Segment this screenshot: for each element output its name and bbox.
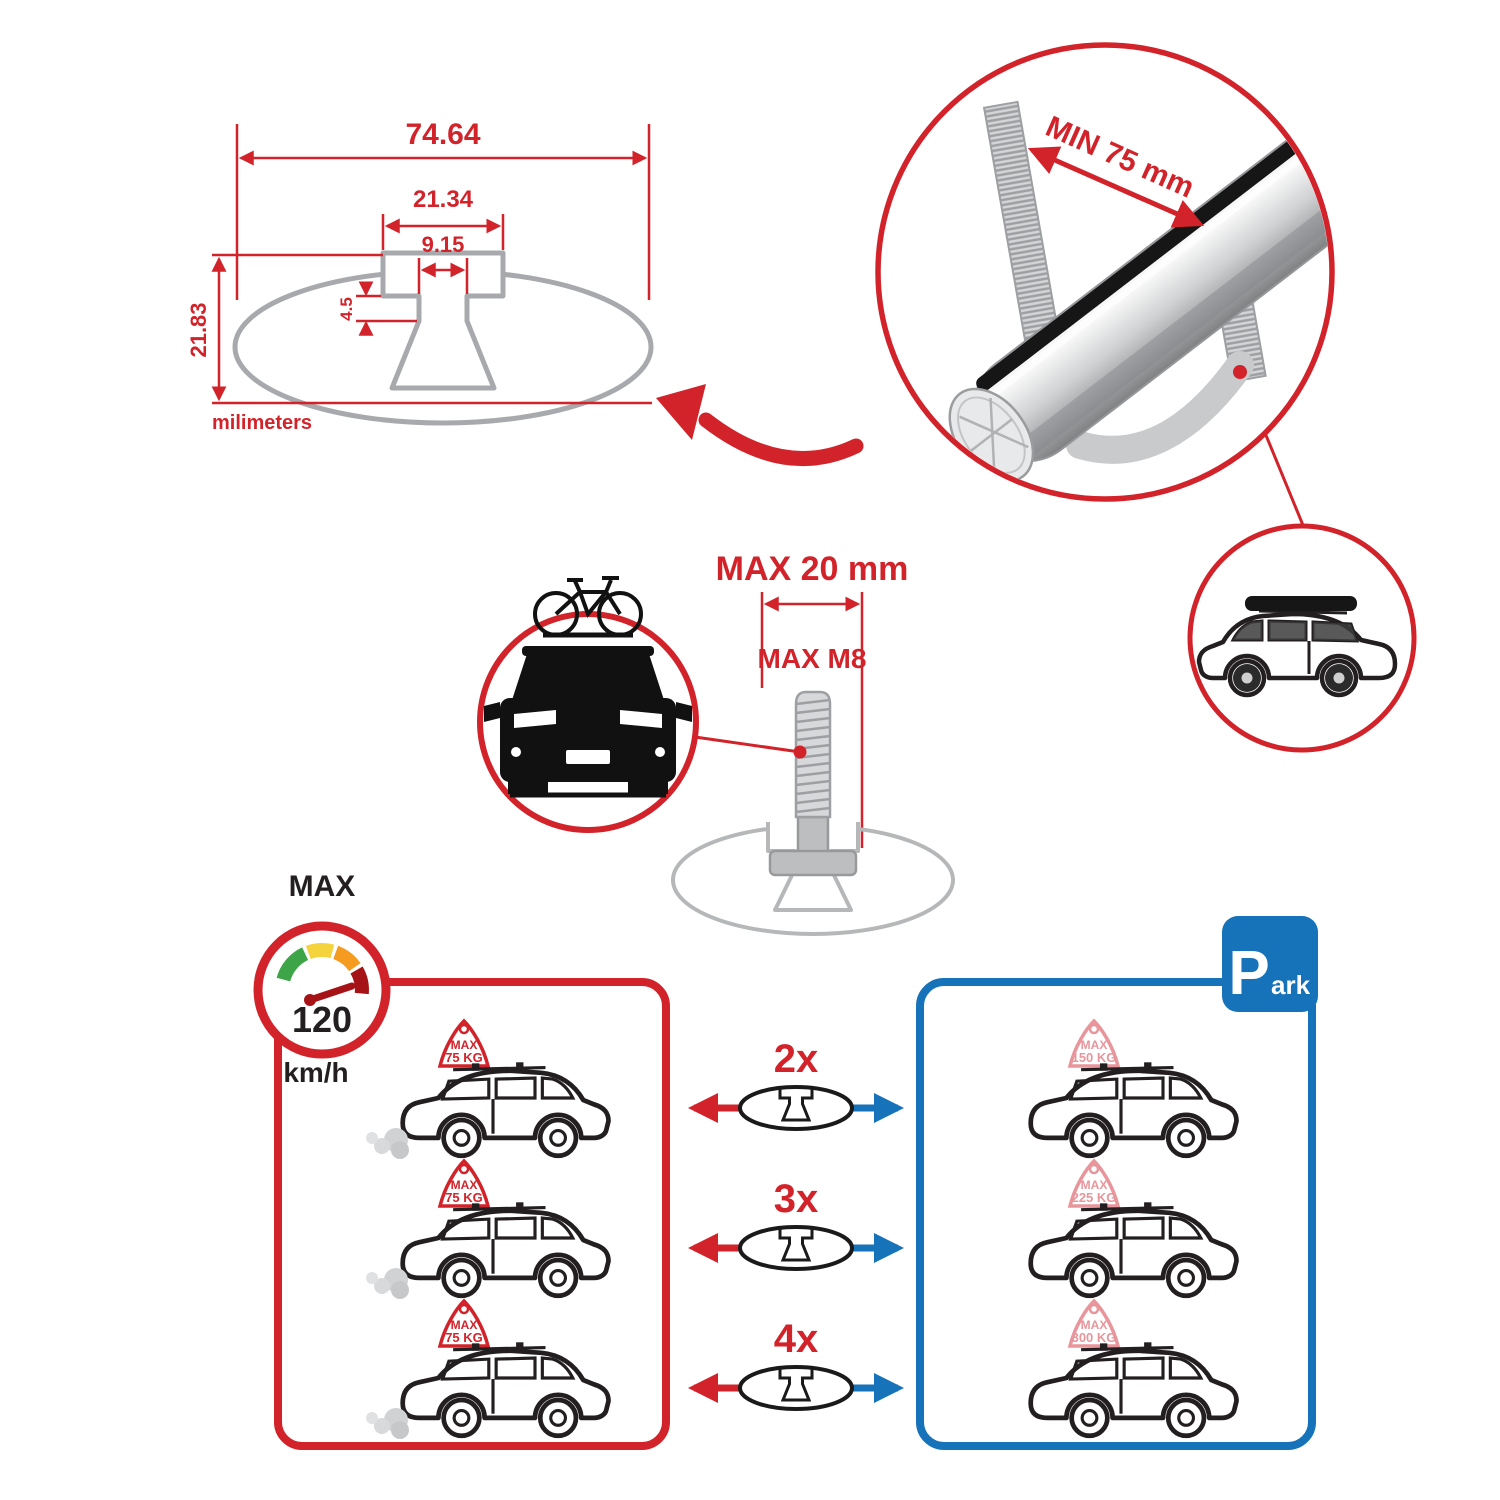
parking-zone-box — [916, 978, 1316, 1450]
svg-text:MAX: MAX — [1081, 1318, 1108, 1332]
driving-car-2 — [403, 1202, 609, 1295]
svg-text:75 KG: 75 KG — [445, 1190, 483, 1205]
oval-icon-2 — [738, 1225, 854, 1271]
driving-car-3 — [403, 1342, 609, 1435]
bolt-leader-line — [694, 735, 801, 754]
bolt-neck — [796, 815, 830, 855]
roof-box — [1245, 596, 1357, 611]
park-sign-p: P — [1228, 939, 1269, 1008]
bike-car-circle — [477, 576, 699, 833]
car-mirror-right — [676, 702, 692, 722]
parking-tag-3: MAX 300 KG — [1068, 1299, 1120, 1348]
driving-tag-3: MAX 75 KG — [438, 1299, 490, 1348]
car-front-body — [500, 698, 676, 782]
smoke-1 — [366, 1128, 409, 1159]
smoke-2 — [366, 1268, 409, 1299]
max-width-label: MAX 20 mm — [716, 550, 909, 588]
parking-tag-1: MAX 150 KG — [1068, 1019, 1120, 1068]
dim-915-ext-lines — [417, 258, 469, 294]
gauge-needle — [306, 982, 356, 1004]
dim-21-83-label: 21.83 — [186, 302, 211, 357]
park-sign-ark: ark — [1271, 970, 1311, 1000]
svg-text:225 KG: 225 KG — [1072, 1190, 1117, 1205]
headlight-right — [620, 710, 662, 728]
headlight-left — [514, 710, 556, 728]
units-label: milimeters — [212, 412, 312, 434]
min-span-arrow — [1027, 146, 1205, 228]
roofbox-suv-circle — [1187, 523, 1417, 753]
qty-label-2: 4x — [774, 1317, 819, 1361]
svg-text:MAX: MAX — [451, 1038, 478, 1052]
smoke-3 — [366, 1408, 409, 1439]
oval-icon-1 — [738, 1085, 854, 1131]
car-mirror-left — [484, 702, 500, 722]
bolt-detail: MAX 20 mm MAX M8 — [671, 550, 955, 936]
rubber-strip — [976, 48, 1329, 392]
clamp-point-dot — [1233, 365, 1247, 379]
dim-74-ext-lines — [235, 124, 651, 300]
parking-tag-2: MAX 225 KG — [1068, 1159, 1120, 1208]
driving-car-1 — [403, 1062, 609, 1155]
profile-drawing: 74.64 21.34 9.15 4.5 21.83 milimeters — [186, 118, 654, 434]
driving-tag-1: MAX 75 KG — [438, 1019, 490, 1068]
driving-zone-box — [274, 978, 670, 1450]
svg-text:MAX: MAX — [1081, 1038, 1108, 1052]
svg-text:150 KG: 150 KG — [1072, 1050, 1117, 1065]
oval-icon-3 — [738, 1365, 854, 1411]
car-front-windshield — [512, 654, 664, 700]
bolt-point-dot — [793, 745, 807, 759]
max-thread-label: MAX M8 — [758, 643, 867, 674]
bolt-ext-lines — [760, 592, 864, 848]
crossbar-detail-circle: MIN 75 mm — [875, 42, 1335, 502]
driving-tag-2: MAX 75 KG — [438, 1159, 490, 1208]
svg-text:MAX: MAX — [1081, 1178, 1108, 1192]
svg-text:75 KG: 75 KG — [445, 1050, 483, 1065]
gauge-units: km/h — [283, 1057, 348, 1088]
parking-car-1 — [1031, 1062, 1237, 1155]
pointer-arrow — [656, 384, 864, 466]
car-front-icon — [484, 646, 692, 798]
parking-car-3 — [1031, 1342, 1237, 1435]
svg-text:MAX: MAX — [451, 1178, 478, 1192]
dim-2183-ext-lines — [212, 253, 652, 405]
park-sign: P ark — [1222, 916, 1318, 1012]
qty-label-1: 3x — [774, 1177, 819, 1221]
qty-label-0: 2x — [774, 1037, 819, 1081]
bicycle-icon — [533, 576, 643, 638]
suv-with-roofbox — [1199, 596, 1395, 695]
profile-t-slot — [380, 250, 506, 391]
license-plate — [566, 750, 610, 764]
dim-74-64-label: 74.64 — [405, 118, 480, 151]
svg-text:75 KG: 75 KG — [445, 1330, 483, 1345]
parking-car-2 — [1031, 1202, 1237, 1295]
bolt-flange — [768, 849, 858, 877]
speed-gauge: MAX 120 km/h — [253, 870, 391, 1088]
aluminium-crossbar — [948, 48, 1329, 483]
dim-21-34-label: 21.34 — [413, 186, 474, 213]
bolt-threads — [795, 698, 831, 814]
svg-text:300 KG: 300 KG — [1072, 1330, 1117, 1345]
dim-9-15-label: 9.15 — [422, 232, 465, 257]
clamp-loop — [1066, 351, 1254, 464]
dim-4-5-label: 4.5 — [337, 297, 356, 321]
svg-text:MAX: MAX — [451, 1318, 478, 1332]
gauge-value: 120 — [292, 999, 352, 1040]
gauge-max-label: MAX — [289, 870, 356, 903]
dim-2134-ext-lines — [381, 214, 505, 250]
